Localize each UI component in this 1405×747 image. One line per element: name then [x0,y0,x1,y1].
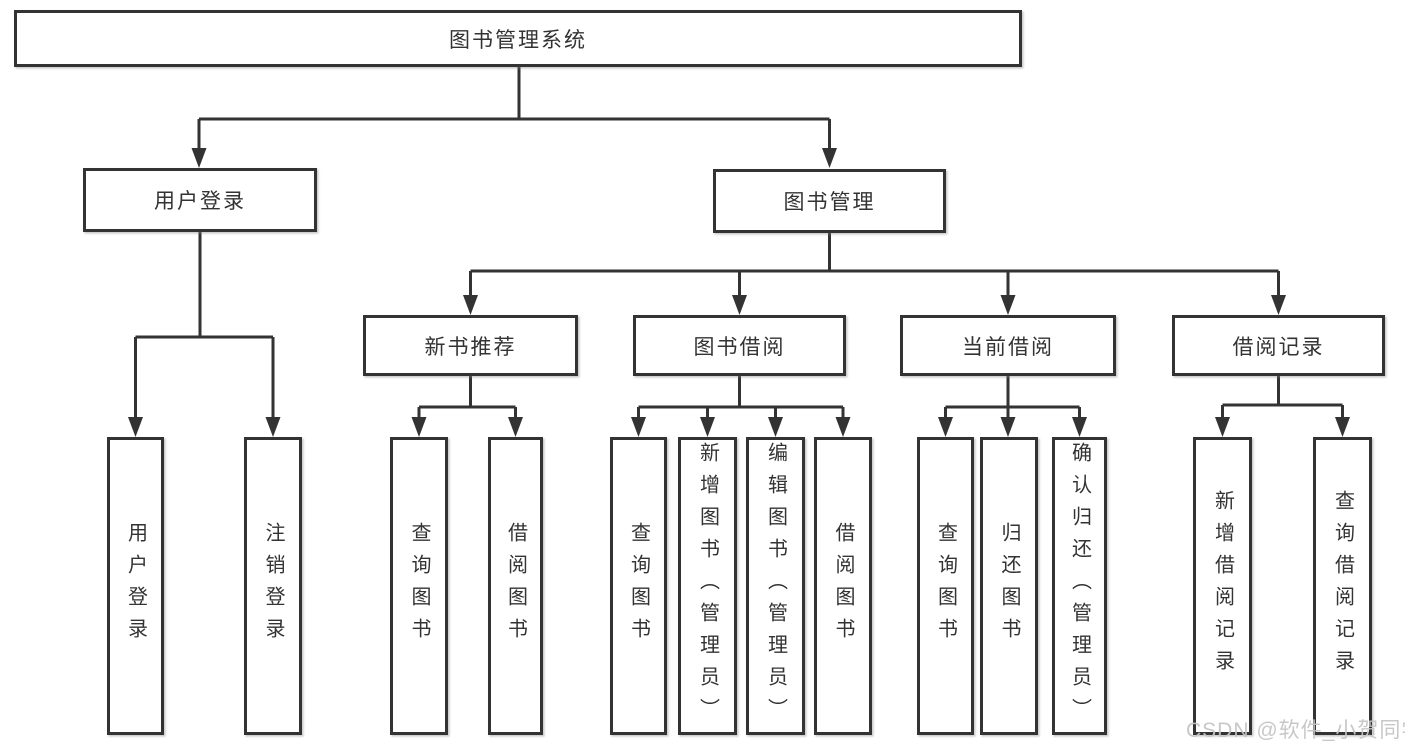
node-new-book-recommend: 新书推荐 [363,315,578,376]
node-current-borrowing: 当前借阅 [900,315,1116,376]
node-library-system: 图书管理系统 [14,10,1022,67]
node-label: 图书管理 [783,191,876,214]
leaf-query-books-borrowing: 查询图书 [610,437,667,735]
node-book-borrowing: 图书借阅 [633,315,846,376]
leaf-logout-login: 注销登录 [244,437,302,735]
node-label: 查询图书 [934,522,957,650]
leaf-query-borrow-record: 查询借阅记录 [1313,437,1372,735]
leaf-query-books-recommend: 查询图书 [390,437,448,735]
node-user-login-branch: 用户登录 [83,168,317,232]
node-label: 借阅图书 [504,522,527,650]
leaf-return-books: 归还图书 [980,437,1038,735]
watermark: CSDN @软件_小贺同学 [1186,719,1405,742]
node-label: 用户登录 [154,190,246,213]
node-label: 编辑图书（管理员） [764,442,787,730]
node-borrowing-records: 借阅记录 [1172,315,1385,376]
node-label: 借阅记录 [1232,335,1325,359]
node-label: 图书借阅 [693,335,786,359]
node-label: 查询图书 [627,522,650,650]
node-label: 借阅图书 [832,522,854,650]
node-label: 确认归还（管理员） [1068,442,1091,730]
leaf-borrow-books-borrowing: 借阅图书 [814,437,872,735]
node-label: 当前借阅 [962,335,1054,359]
leaf-query-books-current: 查询图书 [917,437,974,735]
leaf-edit-books-admin: 编辑图书（管理员） [746,437,805,735]
node-label: 归还图书 [998,522,1020,650]
node-label: 新增借阅记录 [1211,490,1234,682]
node-label: 新增图书（管理员） [696,442,719,730]
node-label: 新书推荐 [424,335,517,359]
leaf-user-login: 用户登录 [107,437,164,735]
node-label: 查询借阅记录 [1331,490,1354,682]
leaf-confirm-return-admin: 确认归还（管理员） [1052,437,1107,735]
leaf-add-books-admin: 新增图书（管理员） [678,437,737,735]
node-book-management: 图书管理 [713,169,946,233]
leaf-add-borrow-record: 新增借阅记录 [1193,437,1252,735]
node-label: 图书管理系统 [449,28,587,52]
leaf-borrow-books-recommend: 借阅图书 [488,437,543,735]
node-label: 注销登录 [262,522,284,650]
node-label: 查询图书 [408,522,430,650]
node-label: 用户登录 [124,522,147,650]
